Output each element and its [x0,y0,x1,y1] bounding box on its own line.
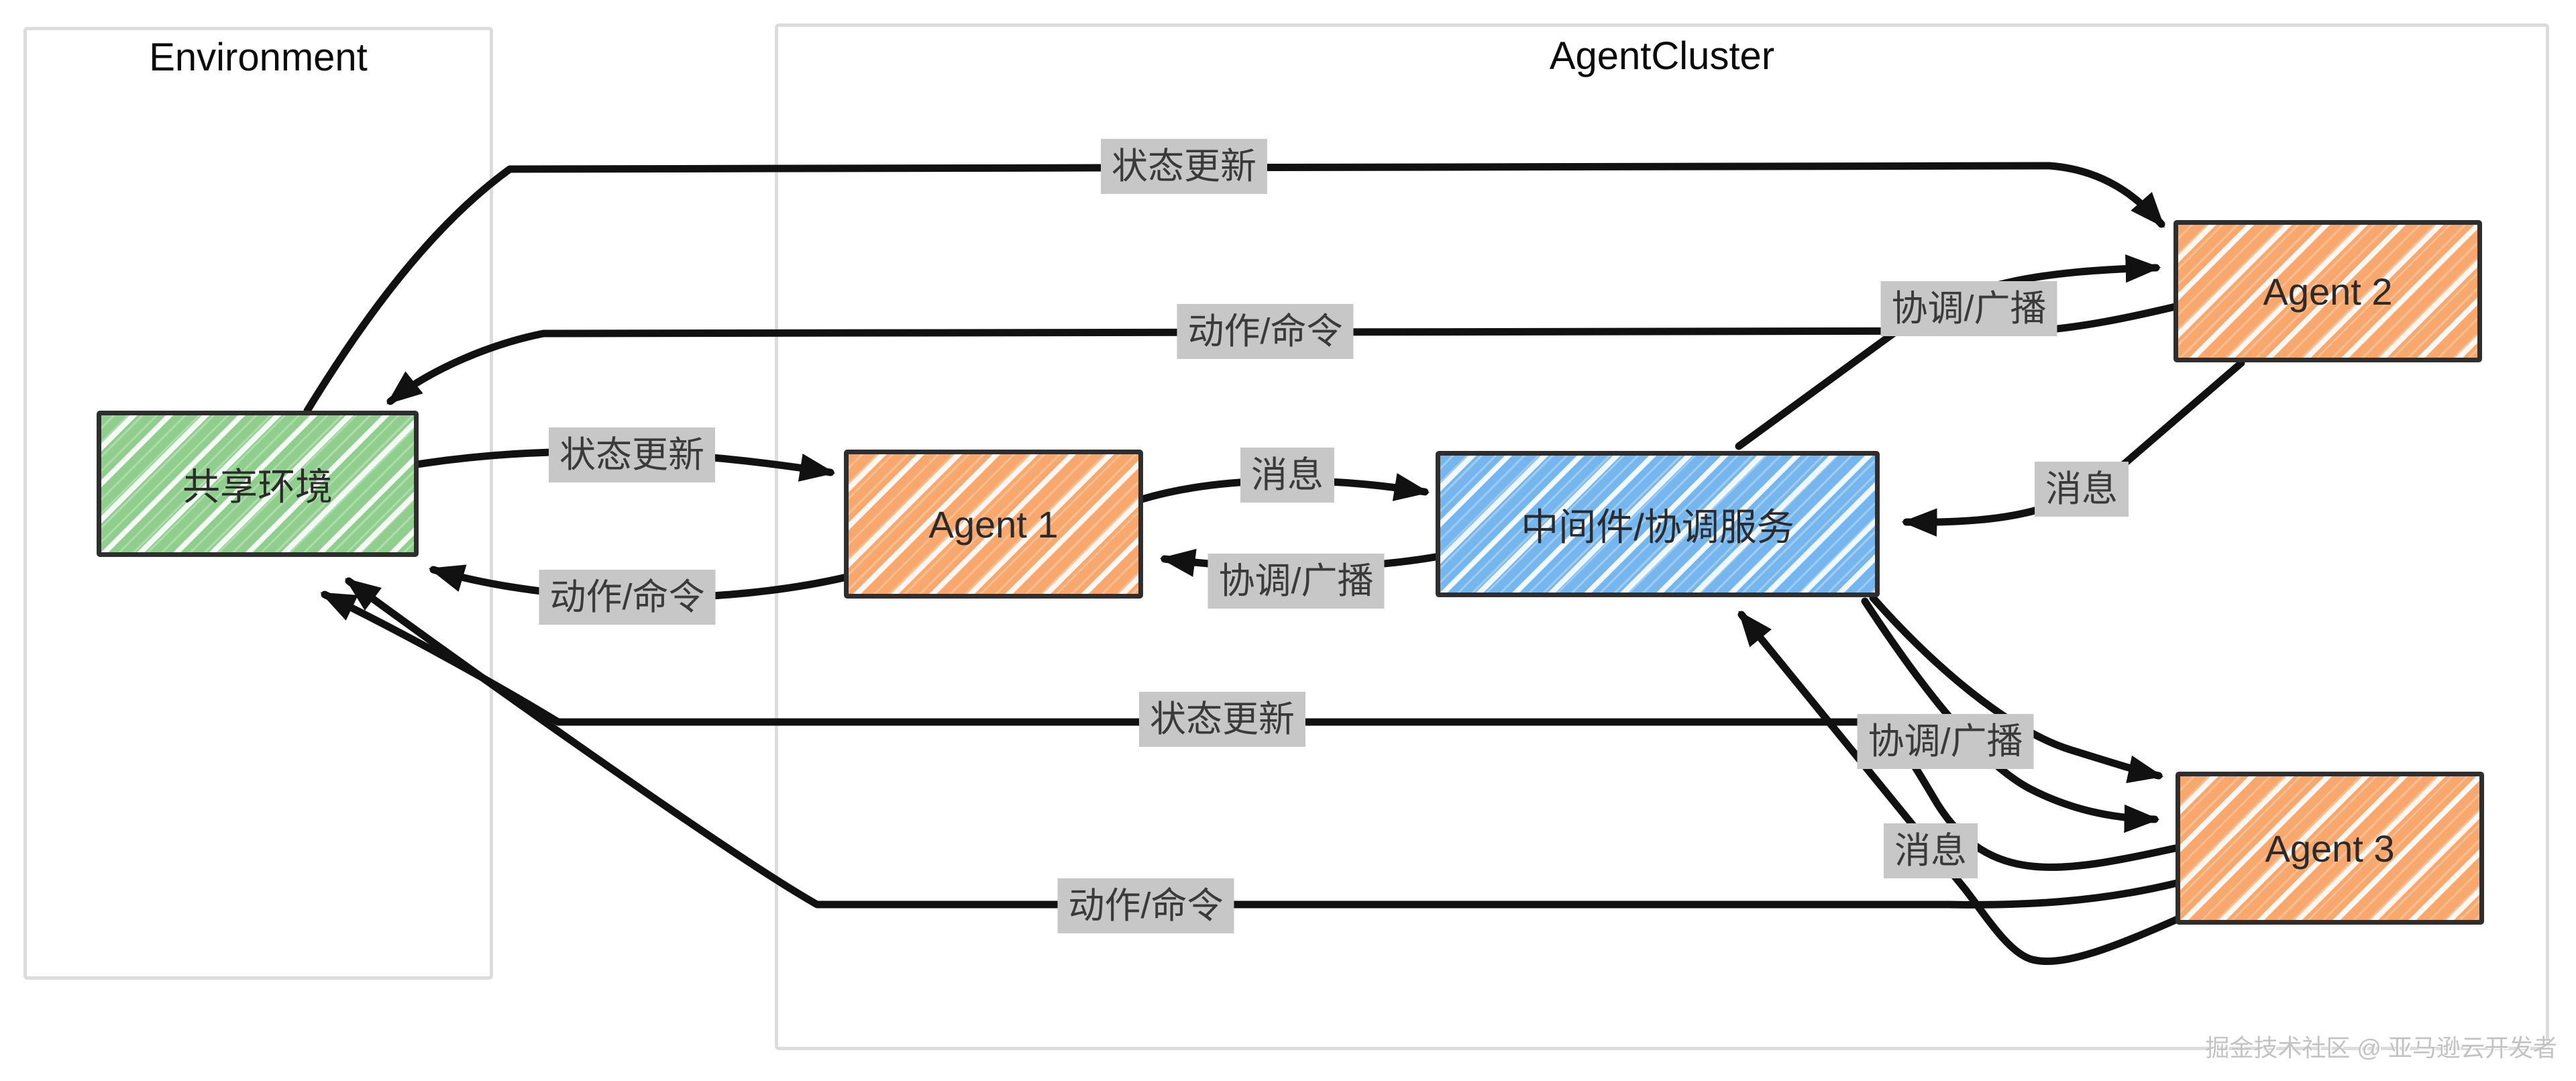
node-agent3: Agent 3 [2176,772,2484,925]
edge-label-coordinate-broadcast-agent3: 协调/广播 [1857,714,2034,769]
arrow-action-command-agent2-to-env [386,302,2182,405]
arrow-coordinate-broadcast-middleware-to-agent3-upper [1869,594,2164,784]
node-shared-environment: 共享环境 [97,411,419,557]
node-middleware-label: 中间件/协调服务 [1521,505,1794,548]
edge-label-status-update-env-agent1: 状态更新 [549,427,715,482]
edge-label-coordinate-broadcast-agent1: 协调/广播 [1208,554,1385,609]
node-agent2-label: Agent 2 [2263,270,2393,313]
node-shared-environment-label: 共享环境 [182,465,333,508]
arrow-status-update-env-to-agent2 [303,162,2165,415]
arrow-action-command-agent3-to-env [345,577,2181,909]
edge-label-status-update-bottom: 状态更新 [1139,692,1305,747]
agent-cluster-title: AgentCluster [1549,34,1775,78]
node-middleware: 中间件/协调服务 [1436,451,1880,597]
node-agent1-label: Agent 1 [928,503,1059,546]
edge-label-action-command-top: 动作/命令 [1177,304,1354,359]
environment-title: Environment [149,36,368,79]
edge-label-message-agent3: 消息 [1884,823,1978,878]
node-agent1: Agent 1 [844,450,1143,599]
edge-label-coordinate-broadcast-agent2: 协调/广播 [1880,281,2057,336]
edge-label-action-command-agent1-env: 动作/命令 [539,570,716,625]
node-agent3-label: Agent 3 [2265,827,2395,870]
edge-label-status-update-top: 状态更新 [1101,139,1267,194]
edge-label-message-agent2: 消息 [2035,462,2129,517]
edge-label-action-command-bottom: 动作/命令 [1057,878,1234,933]
arrow-message-agent3-to-middleware [1737,611,2184,966]
arrow-coordinate-broadcast-middleware-to-agent3-lower [1861,597,2160,833]
watermark: 掘金技术社区 @ 亚马逊云开发者 [2205,1034,2557,1062]
node-agent2: Agent 2 [2174,220,2482,362]
edge-label-message-agent1: 消息 [1240,448,1334,503]
